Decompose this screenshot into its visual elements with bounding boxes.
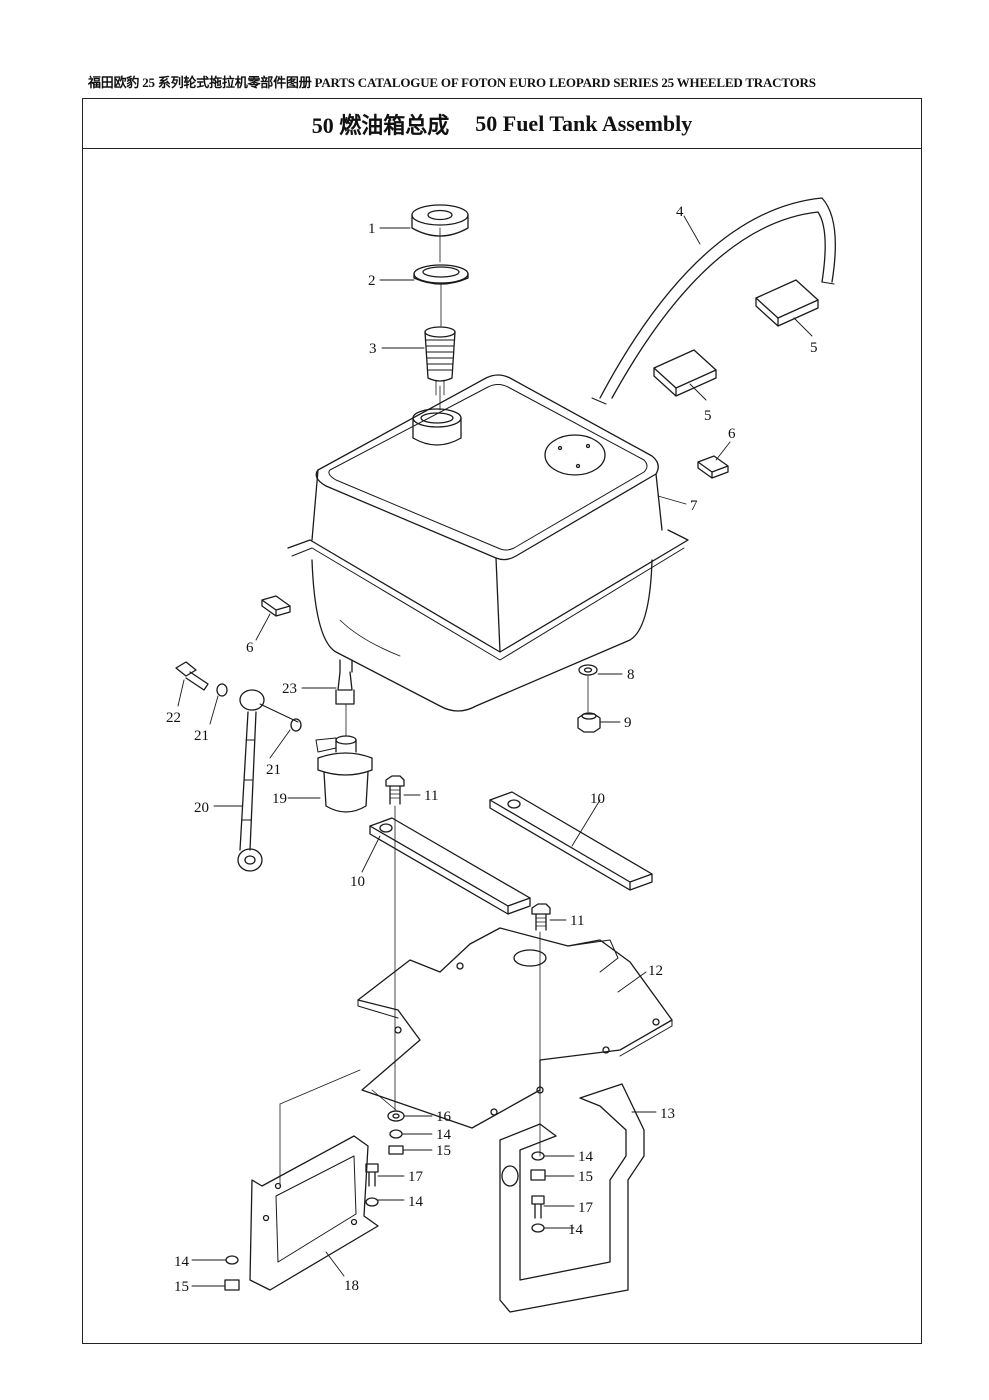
fuel-filter-19: [315, 735, 373, 813]
callout-1: 1: [368, 221, 376, 237]
washer-16: [387, 1110, 405, 1122]
callout-11a: 11: [424, 788, 438, 804]
rubber-pad-lower: [653, 349, 717, 397]
spring-washer-14b: [365, 1197, 379, 1207]
support-bar-10-left: [369, 817, 531, 915]
callout-5a: 5: [810, 340, 818, 356]
callout-11b: 11: [570, 913, 584, 929]
sealing-washer-21b: [290, 718, 302, 732]
spring-washer-14a: [389, 1129, 403, 1139]
bolt-17a: [365, 1163, 379, 1187]
nut-15b: [224, 1279, 240, 1291]
nut-9: [577, 712, 601, 733]
callout-15c: 15: [578, 1169, 593, 1185]
callout-14d: 14: [578, 1149, 594, 1165]
callout-9: 9: [624, 715, 632, 731]
mounting-plate-12: [357, 927, 673, 1129]
callout-14a: 14: [436, 1127, 452, 1143]
spring-washer-14c: [225, 1255, 239, 1265]
callout-10a: 10: [590, 791, 605, 807]
sealing-washer-21a: [216, 683, 228, 697]
callout-14c: 14: [174, 1254, 190, 1270]
nut-15a: [388, 1145, 404, 1155]
callout-2: 2: [368, 273, 376, 289]
callout-20: 20: [194, 800, 209, 816]
bracket-13: [499, 1083, 645, 1313]
spring-washer-14e: [531, 1223, 545, 1233]
callout-6a: 6: [728, 426, 736, 442]
fuel-tank: [287, 374, 689, 712]
banjo-fitting-23: [335, 671, 355, 705]
callout-18: 18: [344, 1278, 359, 1294]
fuel-hose-20: [237, 689, 299, 872]
bolt-11-lower: [531, 903, 551, 931]
callout-14e: 14: [568, 1222, 584, 1238]
support-bar-10-right: [489, 791, 653, 891]
diagram-frame: 50 燃油箱总成 50 Fuel Tank Assembly: [82, 98, 922, 1344]
page-title: 50 燃油箱总成 50 Fuel Tank Assembly: [83, 99, 921, 149]
title-en: 50 Fuel Tank Assembly: [475, 110, 693, 136]
callout-5b: 5: [704, 408, 712, 424]
catalogue-header: 福田欧豹 25 系列轮式拖拉机零部件图册 PARTS CATALOGUE OF …: [88, 75, 816, 90]
callout-12: 12: [648, 963, 663, 979]
callout-13: 13: [660, 1106, 675, 1122]
bracket-18: [249, 1135, 379, 1291]
clip-right: [697, 455, 729, 479]
rubber-pad-upper: [755, 279, 819, 327]
callout-15a: 15: [436, 1143, 451, 1159]
cap-gasket-ring: [413, 264, 469, 285]
tank-strap: [591, 197, 836, 405]
callout-7: 7: [690, 498, 698, 514]
banjo-bolt-22: [175, 661, 209, 691]
bolt-17b: [531, 1195, 545, 1219]
callout-labels: 1 2 3 4 5 5 6 6 7 8 9 10 10 11 11 12 13 …: [166, 204, 818, 1295]
assembly-center-lines: [279, 227, 589, 1187]
callout-leaders: [177, 215, 813, 1287]
callout-17a: 17: [408, 1169, 424, 1185]
callout-21a: 21: [194, 728, 209, 744]
filler-strainer: [424, 326, 456, 396]
callout-19: 19: [272, 791, 287, 807]
callout-6b: 6: [246, 640, 254, 656]
callout-21b: 21: [266, 762, 281, 778]
title-cn: 50 燃油箱总成: [311, 112, 450, 138]
callout-14b: 14: [408, 1194, 424, 1210]
bolt-11-upper: [385, 775, 405, 805]
spring-washer-14d: [531, 1151, 545, 1161]
callout-15b: 15: [174, 1279, 189, 1295]
callout-23: 23: [282, 681, 297, 697]
callout-3: 3: [369, 341, 377, 357]
washer-8: [578, 664, 598, 676]
callout-8: 8: [627, 667, 635, 683]
callout-10b: 10: [350, 874, 365, 890]
clip-left: [261, 595, 291, 617]
callout-17b: 17: [578, 1200, 594, 1216]
nut-15c: [530, 1169, 546, 1181]
callout-4: 4: [676, 204, 684, 220]
callout-22: 22: [166, 710, 181, 726]
callout-16: 16: [436, 1109, 452, 1125]
